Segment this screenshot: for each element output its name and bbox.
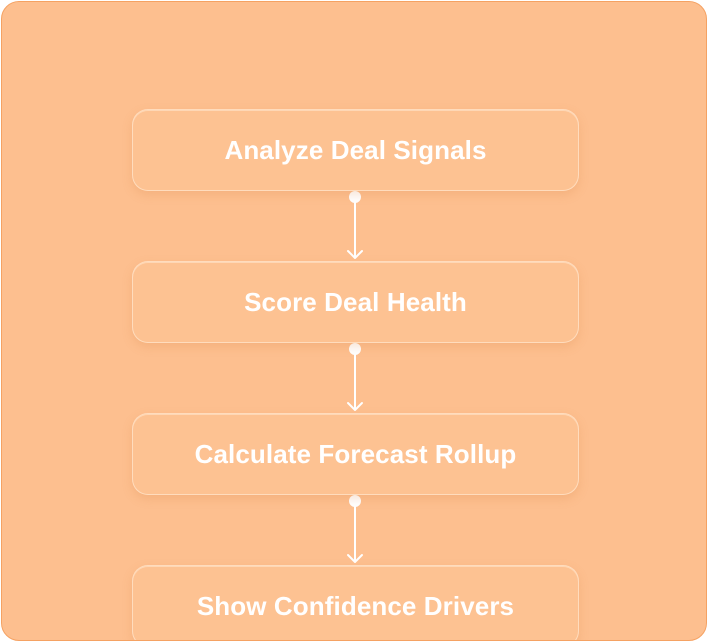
connector-2-3	[347, 343, 363, 411]
step-label: Analyze Deal Signals	[224, 134, 487, 165]
step-label: Score Deal Health	[244, 286, 467, 317]
connector-3-4	[347, 495, 363, 563]
step-analyze-deal-signals[interactable]: Analyze Deal Signals	[132, 109, 579, 191]
step-label: Calculate Forecast Rollup	[194, 438, 517, 469]
step-score-deal-health[interactable]: Score Deal Health	[132, 261, 579, 343]
connector-start-dot	[349, 343, 361, 355]
arrow-head-icon	[347, 402, 363, 411]
arrow-head-icon	[347, 554, 363, 563]
step-label: Show Confidence Drivers	[196, 590, 515, 621]
step-show-confidence-drivers[interactable]: Show Confidence Drivers	[132, 565, 579, 640]
connector-start-dot	[349, 495, 361, 507]
step-calculate-forecast-rollup[interactable]: Calculate Forecast Rollup	[132, 413, 579, 495]
connector-start-dot	[349, 191, 361, 203]
connector-1-2	[347, 191, 363, 259]
arrow-head-icon	[347, 250, 363, 259]
